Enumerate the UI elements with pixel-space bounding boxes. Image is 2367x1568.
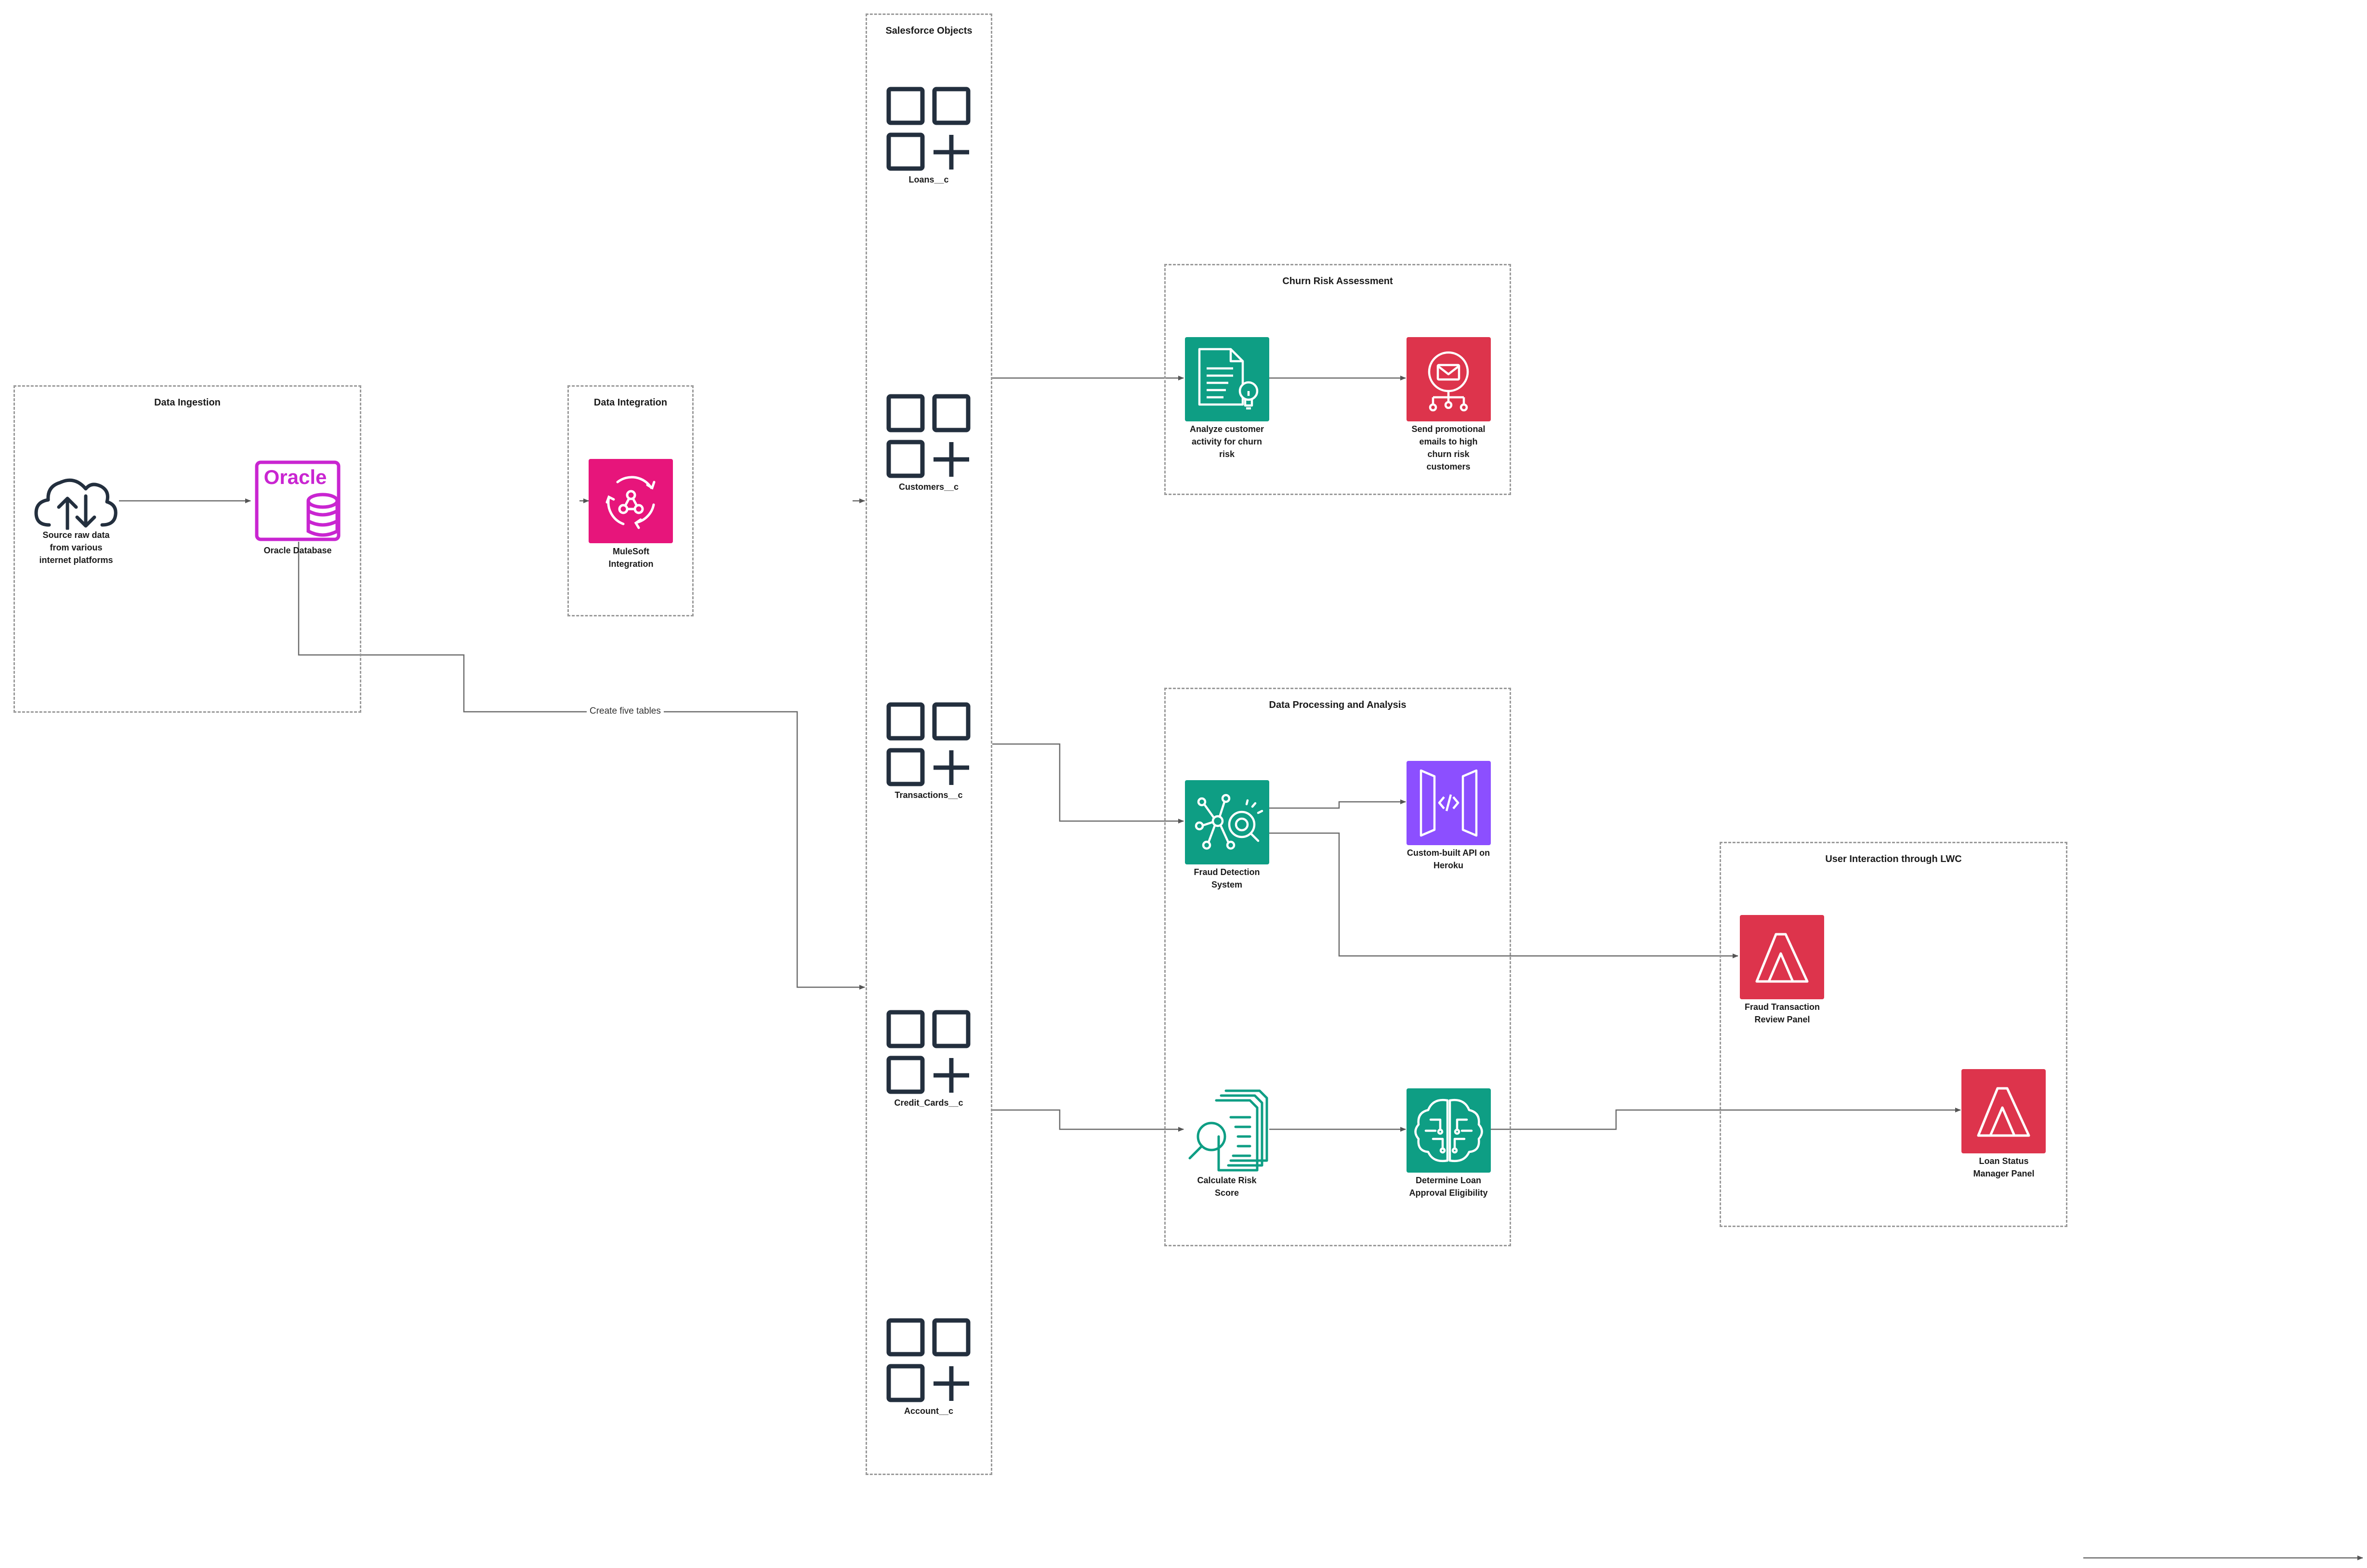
mulesoft-integration-icon	[605, 476, 656, 529]
node-oracle[interactable]: Oracle	[254, 460, 341, 542]
group-salesforce-objects: Salesforce Objects	[866, 13, 992, 1475]
oracle-database-icon: Oracle	[255, 460, 341, 541]
group-churn-risk: Churn Risk Assessment	[1164, 264, 1511, 495]
node-label-analyze-churn: Analyze customer activity for churn risk	[1189, 424, 1264, 459]
object-grid-icon	[886, 1318, 971, 1402]
oracle-logo-text: Oracle	[264, 466, 327, 488]
node-analyze-churn[interactable]	[1185, 337, 1269, 421]
object-grid-icon	[886, 394, 971, 478]
node-loan-approval[interactable]	[1407, 1088, 1491, 1173]
node-mulesoft[interactable]	[589, 459, 673, 543]
email-distribution-icon	[1428, 351, 1469, 412]
node-credit-cards[interactable]	[886, 1010, 972, 1096]
edge-loan-panel	[1491, 1108, 1961, 1130]
node-label-custom-api: Custom-built API on Heroku	[1407, 848, 1490, 870]
group-data-processing: Data Processing and Analysis	[1164, 688, 1511, 1246]
object-grid-icon	[886, 702, 971, 786]
node-label-fraud-detection: Fraud Detection System	[1194, 867, 1260, 889]
group-title: Churn Risk Assessment	[1282, 276, 1393, 287]
node-fraud-detection[interactable]	[1185, 780, 1269, 864]
group-title: Data Ingestion	[154, 397, 221, 408]
node-label-source: Source raw data from various internet pl…	[39, 530, 113, 565]
node-account[interactable]	[886, 1318, 972, 1404]
group-data-ingestion: Data Ingestion	[13, 385, 361, 713]
node-fraud-panel[interactable]	[1740, 915, 1824, 999]
node-label-transactions: Transactions__c	[894, 790, 963, 800]
node-label-loan-approval: Determine Loan Approval Eligibility	[1409, 1176, 1488, 1198]
node-label-send-emails: Send promotional emails to high churn ri…	[1411, 424, 1486, 471]
node-source[interactable]	[34, 472, 118, 531]
group-user-interaction: User Interaction through LWC	[1720, 842, 2067, 1227]
group-data-integration: Data Integration	[567, 385, 694, 616]
node-risk-score[interactable]	[1185, 1088, 1269, 1173]
node-loan-panel[interactable]	[1961, 1069, 2046, 1153]
node-label-credit-cards: Credit_Cards__c	[894, 1098, 963, 1108]
node-custom-api[interactable]	[1407, 761, 1491, 845]
network-search-icon	[1195, 794, 1263, 850]
node-send-emails[interactable]	[1407, 337, 1491, 421]
object-grid-icon	[886, 1010, 971, 1094]
edge-cards-risk	[992, 1109, 1184, 1132]
group-title: User Interaction through LWC	[1825, 854, 1962, 864]
node-label-loan-panel: Loan Status Manager Panel	[1973, 1156, 2035, 1178]
cloud-upload-download-icon	[34, 478, 118, 531]
node-customers[interactable]	[886, 394, 972, 480]
node-label-fraud-panel: Fraud Transaction Review Panel	[1744, 1002, 1820, 1024]
document-search-icon	[1188, 1089, 1268, 1172]
group-title: Data Integration	[593, 397, 668, 408]
edge-label-create-tables: Create five tables	[587, 705, 664, 718]
node-label-oracle: Oracle Database	[263, 546, 332, 555]
edge-fraud-api	[1269, 799, 1406, 809]
node-label-risk-score: Calculate Risk Score	[1197, 1176, 1257, 1198]
node-label-account: Account__c	[904, 1406, 954, 1416]
node-label-customers: Customers__c	[898, 482, 959, 492]
edge-transactions-fraud	[992, 743, 1184, 823]
edge-fraud-panel	[1269, 832, 1738, 958]
amplify-icon	[1755, 933, 1809, 983]
node-transactions[interactable]	[886, 702, 972, 788]
brain-circuit-icon	[1414, 1098, 1483, 1163]
group-title: Salesforce Objects	[885, 26, 973, 36]
node-label-loans: Loans__c	[908, 175, 949, 184]
amplify-icon	[1977, 1087, 2030, 1137]
object-grid-icon	[886, 87, 971, 171]
document-lightbulb-icon	[1198, 348, 1259, 410]
node-label-mulesoft: MuleSoft Integration	[608, 547, 654, 569]
group-title: Data Processing and Analysis	[1269, 700, 1407, 710]
node-loans[interactable]	[886, 87, 972, 172]
api-gateway-icon	[1420, 769, 1478, 837]
edge-oracle-salesforce	[298, 542, 865, 990]
